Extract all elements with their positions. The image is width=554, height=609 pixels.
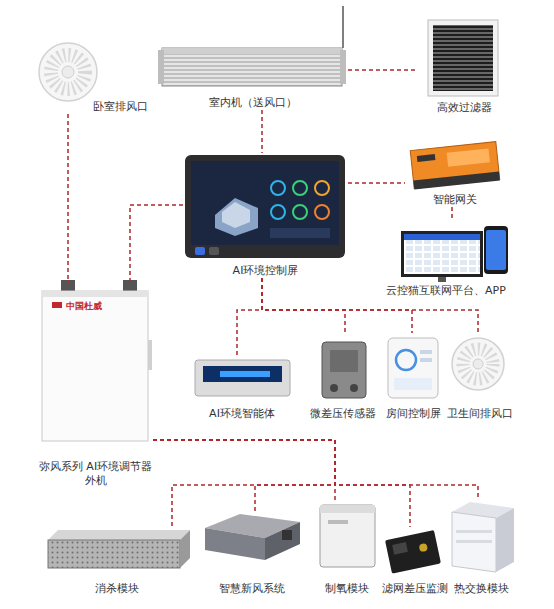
component-caption: 房间控制屏 [380,407,446,421]
component-caption: AI环境控制屏 [183,264,348,278]
component-node: 制氧模块 [313,500,381,596]
component-node: 房间控制屏 [380,333,446,421]
caption-block: 热交换模块 [443,582,519,596]
dashed-connector [153,440,335,500]
gateway-illustration [410,142,500,190]
monitor-board-illustration [385,530,441,574]
component-caption: 卧室排风口 [38,100,148,114]
caption-block: 智能网关 [405,193,505,207]
component-node: AI环境智能体 [190,355,294,421]
caption-block: 弥风系列 AI环境调节器外机 [38,460,153,488]
dashed-connector [153,440,335,511]
component-node: 热交换模块 [443,497,519,596]
component-caption: 智慧新风系统 [200,582,304,596]
component-caption: 制氧模块 [313,582,381,596]
dashed-connector [451,207,453,220]
component-caption: 云控猫互联网平台、APP [376,284,516,298]
component-caption: 室内机（送风口） [158,96,348,110]
dashed-connector [261,110,263,153]
dashed-connector [67,114,69,283]
component-caption: AI环境智能体 [190,407,294,421]
component-node: 云控猫互联网平台、APP [376,220,516,298]
room-screen-illustration [388,338,438,398]
component-node: 智慧新风系统 [200,511,304,596]
heat-exchange-illustration [452,502,514,572]
indoor-unit-illustration [158,6,346,86]
dashed-connector [348,69,418,71]
brand-label: 中国杜威 [66,300,102,313]
component-node: 弥风系列 AI环境调节器外机 [38,283,153,488]
caption-block: 云控猫互联网平台、APP [376,284,516,298]
component-caption: 消杀模块 [42,582,192,596]
component-node: 高效过滤器 [418,15,510,115]
caption-block: 微差压传感器 [305,407,381,421]
control-screen-illustration [185,155,345,258]
component-node: AI环境控制屏 [183,153,348,278]
caption-block: 智慧新风系统 [200,582,304,596]
component-caption: 弥风系列 AI环境调节器外机 [38,460,153,488]
cloud-platform-illustration [401,226,508,282]
component-caption: 智能网关 [405,193,505,207]
caption-block: 卫生间排风口 [444,407,516,421]
component-node: 智能网关 [405,135,505,207]
component-caption: 微差压传感器 [305,407,381,421]
outdoor-unit-illustration [42,280,152,441]
caption-block: AI环境控制屏 [183,264,348,278]
component-node: 滤网差压监测 [376,527,454,596]
dashed-connector [130,205,183,283]
dashed-connector [262,278,345,335]
vent-illustration [39,43,97,101]
disinfection-illustration [48,530,190,568]
filter-illustration [428,20,498,96]
sensor-illustration [322,342,366,398]
component-caption: 滤网差压监测 [376,582,454,596]
component-node: 消杀模块 [42,527,192,596]
component-node: 微差压传感器 [305,335,381,421]
ai-agent-illustration [195,360,290,396]
dashed-connector [153,440,410,527]
component-caption: 卫生间排风口 [444,407,516,421]
caption-block: 消杀模块 [42,582,192,596]
component-node: 卧室排风口 [38,40,148,114]
caption-block: 高效过滤器 [418,101,510,115]
dashed-connector [348,182,405,184]
component-caption: 热交换模块 [443,582,519,596]
component-node: 室内机（送风口） [158,5,348,110]
caption-block: 房间控制屏 [380,407,446,421]
oxygen-illustration [320,505,375,567]
dashed-connector [153,440,478,497]
caption-block: 室内机（送风口） [158,96,348,110]
caption-block: 制氧模块 [313,582,381,596]
dashed-connector [153,440,335,527]
caption-block: 滤网差压监测 [376,582,454,596]
dashed-connector [237,278,262,355]
fresh-air-illustration [205,514,300,560]
component-caption: 高效过滤器 [418,101,510,115]
component-node: 卫生间排风口 [444,333,516,421]
vent-illustration [452,338,504,390]
caption-block: 卧室排风口 [38,100,148,114]
caption-block: AI环境智能体 [190,407,294,421]
